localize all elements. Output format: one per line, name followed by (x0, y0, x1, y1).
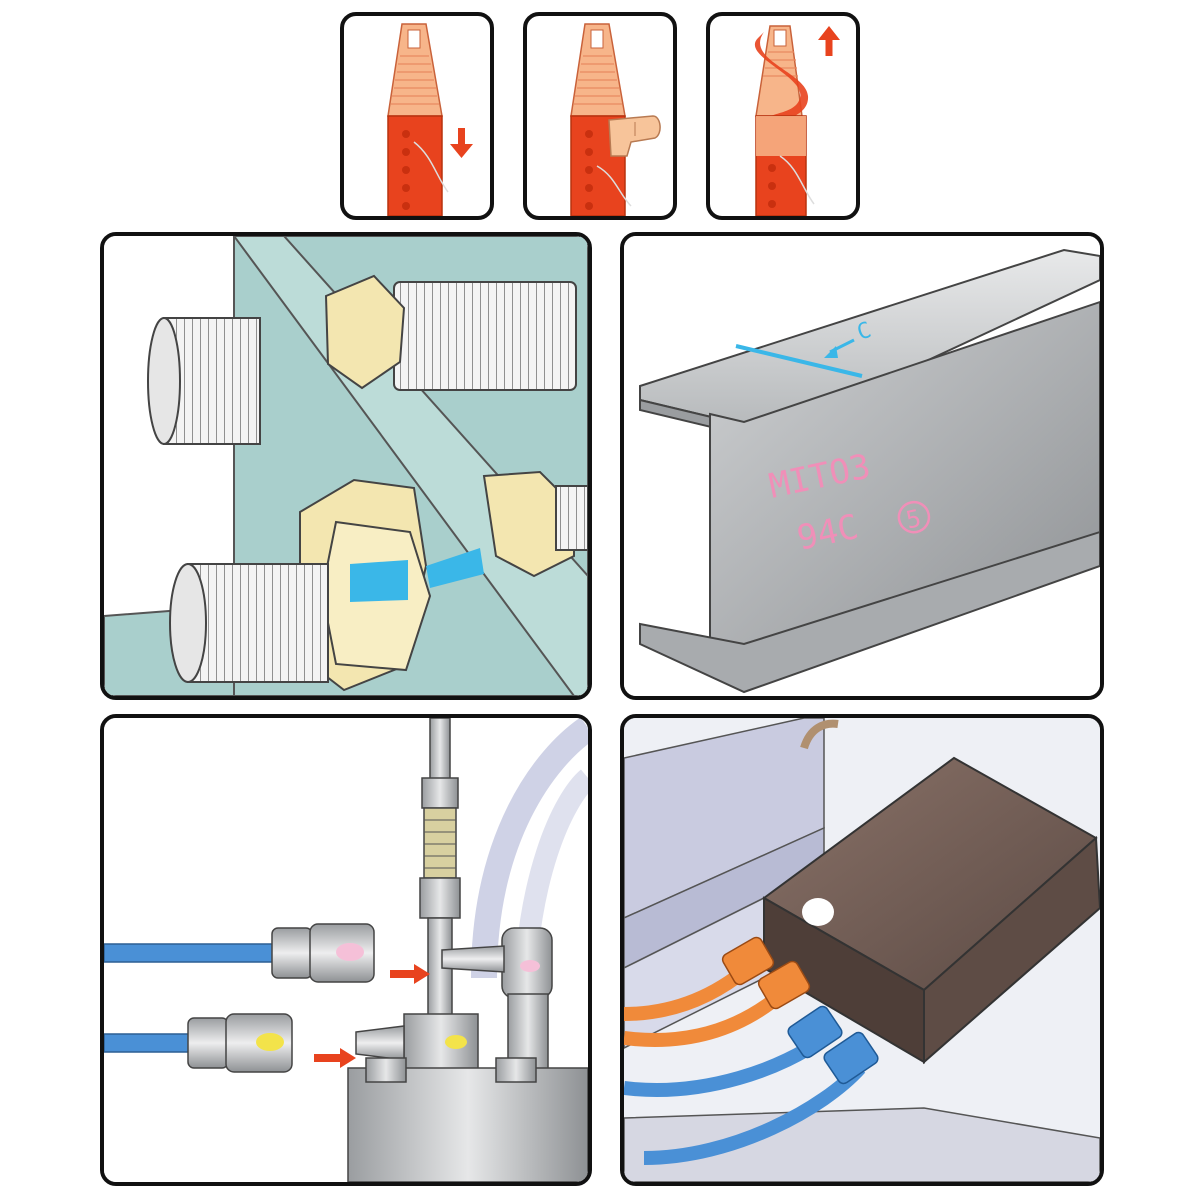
junction-box-panel (620, 714, 1104, 1186)
circled-mark-value: 5 (904, 504, 924, 534)
connect-lower-arrow-icon (314, 1048, 356, 1068)
bolts-nuts-panel (100, 232, 592, 700)
edge-mark-arrow-icon (824, 338, 855, 358)
blue-paint-mark (350, 548, 484, 602)
down-arrow-icon (450, 128, 473, 158)
step-press-wrap-panel (523, 12, 677, 220)
white-paint-mark (802, 898, 834, 926)
step-pull-up-panel (706, 12, 860, 220)
pink-paint-mark (336, 943, 364, 961)
connect-upper-arrow-icon (390, 964, 430, 984)
pipe-fittings-illustration (104, 718, 588, 1182)
thumb-icon (608, 115, 661, 157)
bolts-nuts-illustration (104, 236, 588, 696)
step-peel-down-panel (340, 12, 494, 220)
yellow-paint-mark (256, 1033, 284, 1051)
i-beam-panel: C MITO3 94C 5 (620, 232, 1104, 700)
pipe-fittings-panel (100, 714, 592, 1186)
circled-mark: 5 (897, 500, 931, 534)
junction-box-illustration (624, 718, 1100, 1182)
crayon-peel-down-illustration (387, 23, 473, 216)
i-beam-illustration: C MITO3 94C 5 (624, 236, 1100, 696)
crayon-unwrap-illustration (754, 25, 840, 216)
crayon-thumb-press-illustration (570, 23, 661, 216)
up-arrow-icon (818, 26, 840, 56)
